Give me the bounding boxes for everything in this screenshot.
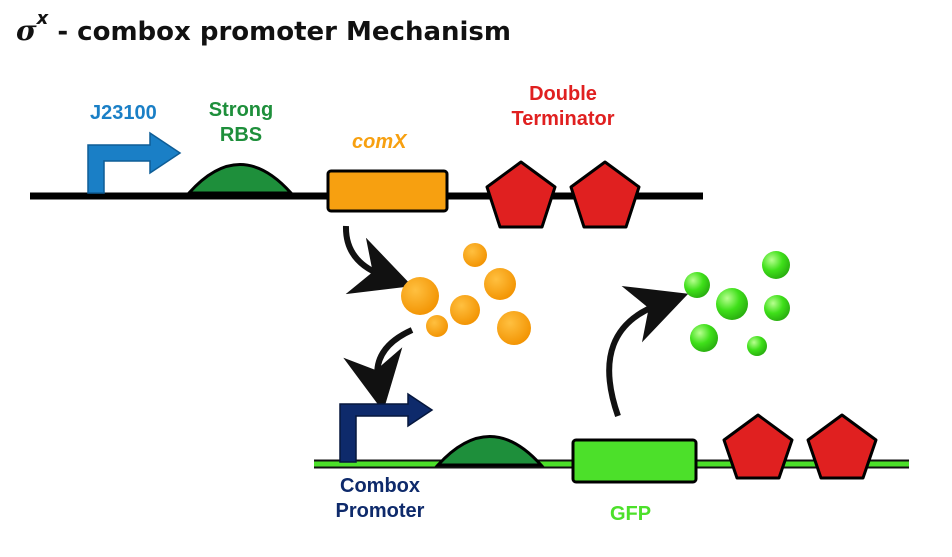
protein-dot-icon bbox=[747, 336, 767, 356]
terminator-pentagon-icon-3 bbox=[722, 413, 794, 480]
gfp-protein-cluster bbox=[684, 251, 790, 356]
double-terminator-label-line1: Double bbox=[529, 83, 597, 105]
protein-dot-icon bbox=[450, 295, 480, 325]
protein-dot-icon bbox=[426, 315, 448, 337]
j23100-label: J23100 bbox=[90, 102, 157, 124]
combox-promoter-arrow-icon bbox=[339, 392, 434, 463]
protein-dot-icon bbox=[762, 251, 790, 279]
protein-dot-icon bbox=[484, 268, 516, 300]
title-text: - combox promoter Mechanism bbox=[57, 17, 511, 47]
protein-dot-icon bbox=[497, 311, 531, 345]
terminator-pentagon-icon-1 bbox=[485, 160, 557, 229]
curved-arrow-icon-expression bbox=[606, 285, 689, 417]
combox-promoter-label-line2: Promoter bbox=[335, 500, 425, 522]
protein-dot-icon bbox=[764, 295, 790, 321]
j23100-promoter-arrow-icon bbox=[87, 131, 182, 194]
comx-gene-box bbox=[326, 169, 449, 213]
curved-arrow-icon-translation bbox=[342, 225, 413, 295]
combox-promoter-label: Combox Promoter bbox=[318, 474, 442, 524]
protein-dot-icon bbox=[716, 288, 748, 320]
combox-promoter-label-line1: Combox bbox=[340, 475, 420, 497]
rbs-dome-icon-2 bbox=[434, 435, 545, 467]
strong-rbs-label: Strong RBS bbox=[190, 98, 292, 148]
curved-arrow-icon-activation bbox=[343, 327, 414, 412]
protein-dot-icon bbox=[463, 243, 487, 267]
strong-rbs-label-line1: Strong bbox=[208, 99, 274, 121]
terminator-pentagon-icon-2 bbox=[569, 160, 641, 229]
strong-rbs-label-line2: RBS bbox=[219, 124, 263, 146]
double-terminator-label: Double Terminator bbox=[490, 82, 636, 132]
title-symbol: σ bbox=[16, 14, 37, 47]
page-title: σx - combox promoter Mechanism bbox=[16, 8, 511, 47]
comx-protein-cluster bbox=[401, 243, 531, 345]
gfp-label: GFP bbox=[610, 503, 652, 525]
title-superscript: x bbox=[36, 8, 49, 30]
gfp-gene-box bbox=[571, 438, 698, 484]
terminator-pentagon-icon-4 bbox=[806, 413, 878, 480]
protein-dot-icon bbox=[401, 277, 439, 315]
strong-rbs-dome-icon bbox=[185, 163, 295, 195]
comx-label: comX bbox=[352, 131, 407, 153]
double-terminator-label-line2: Terminator bbox=[511, 108, 615, 130]
protein-dot-icon bbox=[684, 272, 710, 298]
protein-dot-icon bbox=[690, 324, 718, 352]
